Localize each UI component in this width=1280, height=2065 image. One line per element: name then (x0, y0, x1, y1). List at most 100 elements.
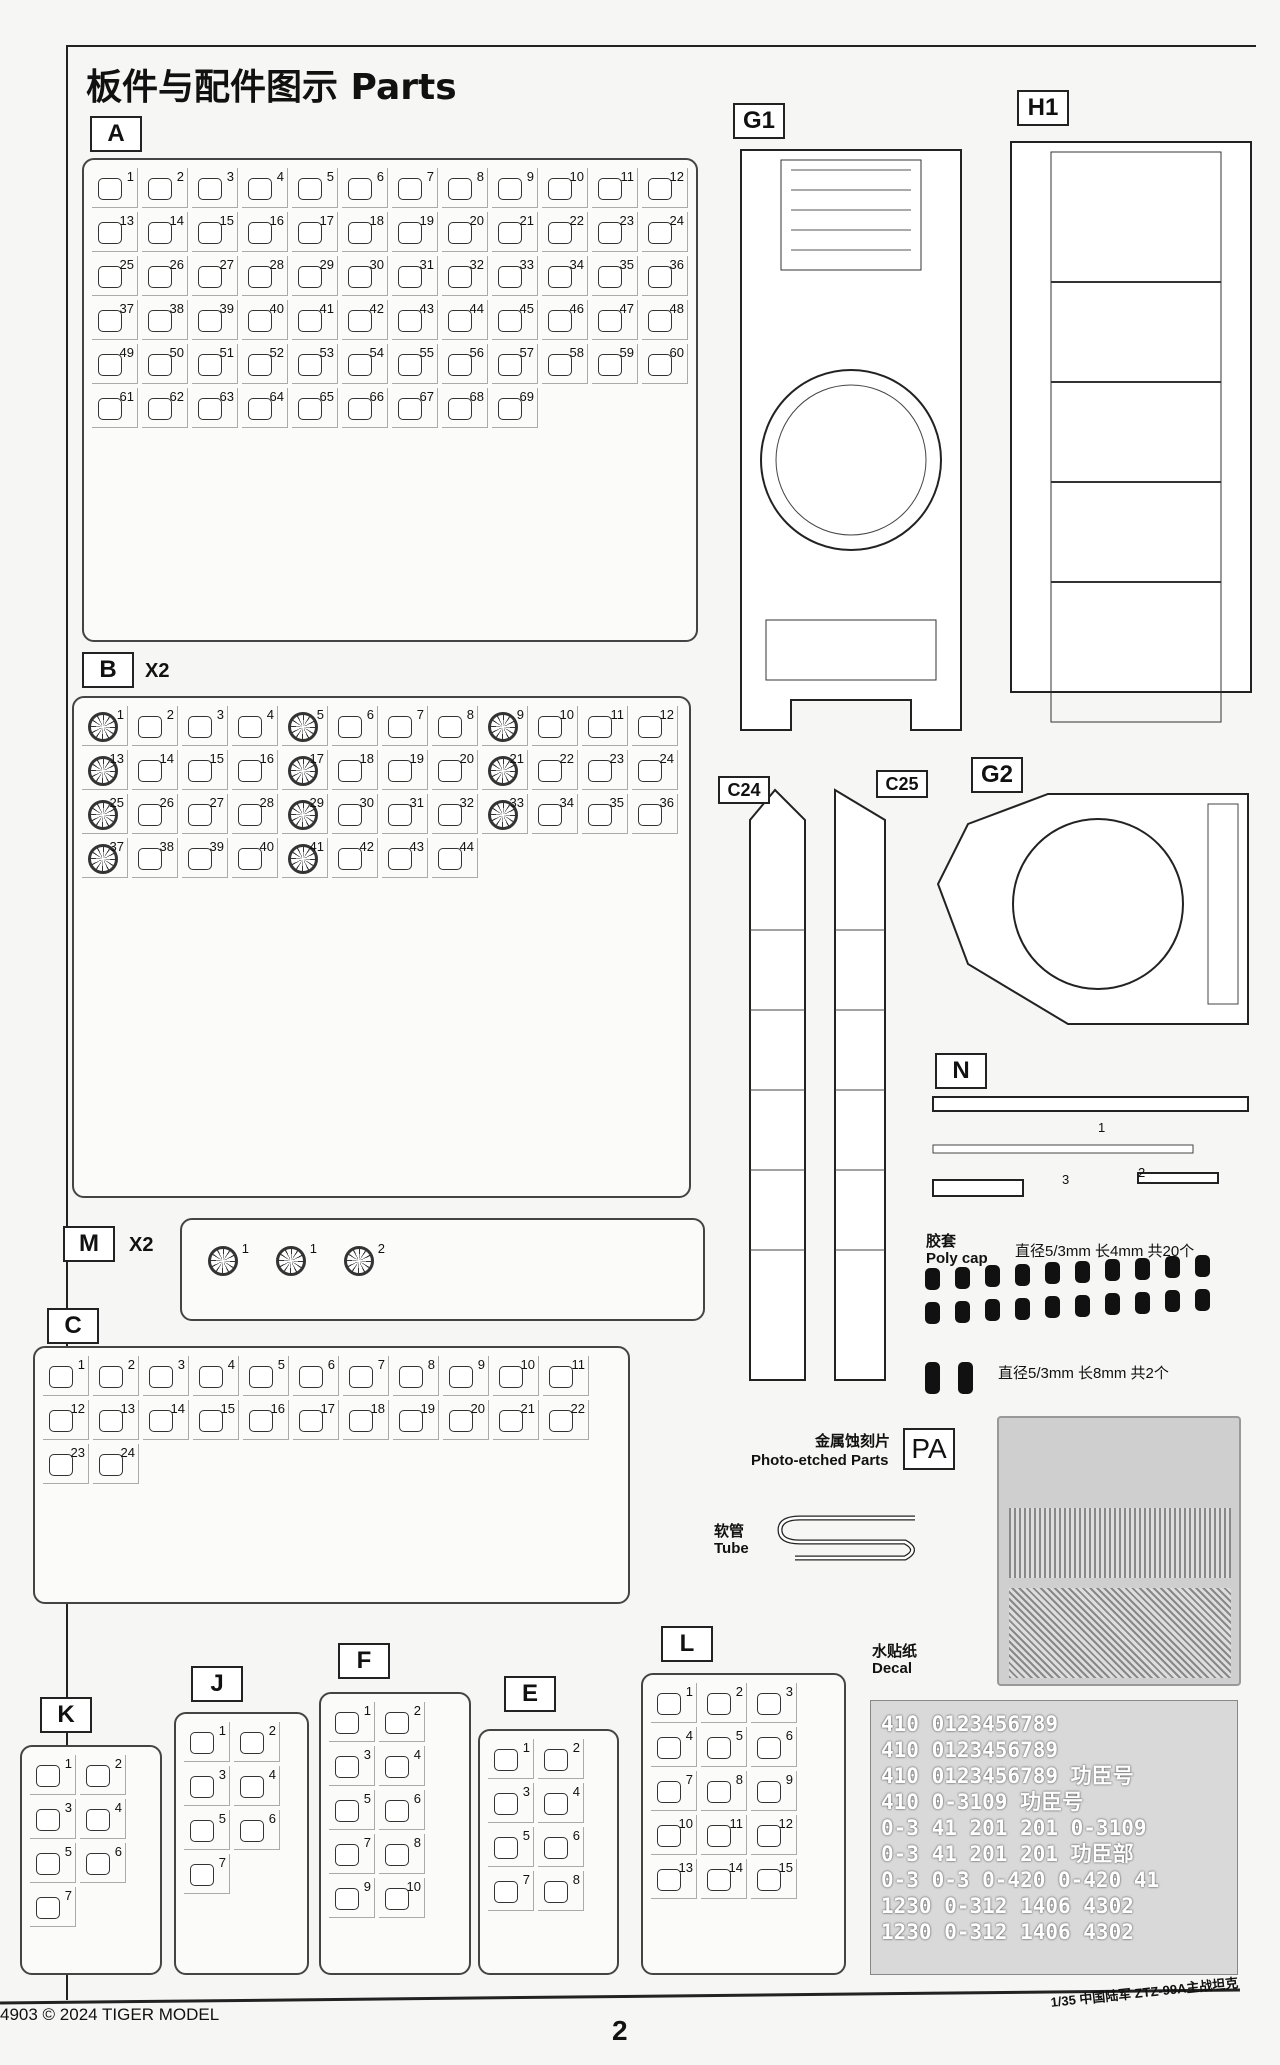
decal-line: 1230 0-312 1406 4302 (881, 1894, 1134, 1918)
part-shape (598, 354, 622, 376)
part-shape (138, 716, 162, 738)
page-frame (66, 45, 1256, 2000)
part-c-4: 4 (193, 1356, 239, 1396)
part-shape (588, 760, 612, 782)
part-shape (544, 1837, 568, 1859)
part-l-4: 4 (651, 1727, 697, 1767)
part-number: 28 (259, 795, 274, 810)
part-number: 30 (369, 257, 384, 272)
part-number: 11 (620, 169, 635, 184)
part-a-32: 32 (442, 256, 488, 296)
part-shape (648, 222, 672, 244)
part-number: 2 (127, 1357, 135, 1372)
part-a-34: 34 (542, 256, 588, 296)
part-number: 42 (369, 301, 384, 316)
part-shape (498, 310, 522, 332)
part-shape (657, 1737, 681, 1759)
part-shape (348, 398, 372, 420)
part-number: 4 (266, 707, 274, 722)
decal-line: 410 0123456789 (881, 1712, 1059, 1736)
part-j-3: 3 (184, 1766, 230, 1806)
part-e-8: 8 (538, 1871, 584, 1911)
part-number: 16 (269, 213, 284, 228)
part-shape (438, 716, 462, 738)
part-number: 6 (268, 1811, 276, 1826)
part-number: 12 (669, 169, 684, 184)
part-b-7: 7 (382, 706, 428, 746)
part-number: 8 (427, 1357, 435, 1372)
part-shape (298, 178, 322, 200)
part-m-2: 2 (338, 1240, 388, 1290)
part-b-16: 16 (232, 750, 278, 790)
part-a-29: 29 (292, 256, 338, 296)
part-number: 8 (466, 707, 474, 722)
sprue-n (932, 1096, 1249, 1197)
part-number: 1 (363, 1703, 371, 1718)
polycap-4mm (925, 1302, 940, 1324)
part-f-2: 2 (379, 1702, 425, 1742)
part-shape (438, 760, 462, 782)
part-number: 50 (169, 345, 184, 360)
sprue-f-label: F (338, 1643, 390, 1679)
part-f-7: 7 (329, 1834, 375, 1874)
part-number: 43 (409, 839, 424, 854)
part-l-2: 2 (701, 1683, 747, 1723)
part-shape (598, 178, 622, 200)
part-number: 5 (316, 707, 324, 722)
part-shape (548, 178, 572, 200)
part-b-8: 8 (432, 706, 478, 746)
part-l-13: 13 (651, 1859, 697, 1899)
part-e-2: 2 (538, 1739, 584, 1779)
part-shape (707, 1869, 731, 1891)
part-number: 22 (569, 213, 584, 228)
part-number: 8 (476, 169, 484, 184)
part-f-8: 8 (379, 1834, 425, 1874)
part-number: 49 (119, 345, 134, 360)
part-shape (98, 310, 122, 332)
part-c-2: 2 (93, 1356, 139, 1396)
hull-part-g1 (740, 149, 962, 731)
part-number: 10 (406, 1879, 421, 1894)
part-a-62: 62 (142, 388, 188, 428)
part-a-39: 39 (192, 300, 238, 340)
part-number: 32 (469, 257, 484, 272)
part-a-61: 61 (92, 388, 138, 428)
part-number: 58 (569, 345, 584, 360)
part-number: 9 (785, 1772, 793, 1787)
part-shape (86, 1853, 110, 1875)
part-number: 19 (420, 1401, 435, 1416)
part-number: 40 (259, 839, 274, 854)
part-shape (249, 1410, 273, 1432)
part-number: 32 (459, 795, 474, 810)
part-shape (499, 1410, 523, 1432)
part-shape (188, 716, 212, 738)
part-shape (757, 1869, 781, 1891)
part-shape (707, 1781, 731, 1803)
part-a-42: 42 (342, 300, 388, 340)
part-a-64: 64 (242, 388, 288, 428)
part-number: 4 (685, 1728, 693, 1743)
part-shape (335, 1756, 359, 1778)
part-a-14: 14 (142, 212, 188, 252)
part-shape (757, 1825, 781, 1847)
part-a-69: 69 (492, 388, 538, 428)
part-shape (638, 716, 662, 738)
decal-line: 1230 0-312 1406 4302 (881, 1920, 1134, 1944)
part-a-6: 6 (342, 168, 388, 208)
part-shape (548, 310, 572, 332)
part-number: 27 (209, 795, 224, 810)
part-c-20: 20 (443, 1400, 489, 1440)
part-shape (335, 1712, 359, 1734)
polycap-4mm (1135, 1257, 1150, 1280)
part-number: 19 (409, 751, 424, 766)
part-number: 10 (520, 1357, 535, 1372)
part-a-38: 38 (142, 300, 188, 340)
sprue-b-label: B (82, 652, 134, 688)
part-b-18: 18 (332, 750, 378, 790)
part-number: 62 (169, 389, 184, 404)
part-shape (348, 310, 372, 332)
part-b-2: 2 (132, 706, 178, 746)
part-shape (598, 266, 622, 288)
part-shape (248, 266, 272, 288)
